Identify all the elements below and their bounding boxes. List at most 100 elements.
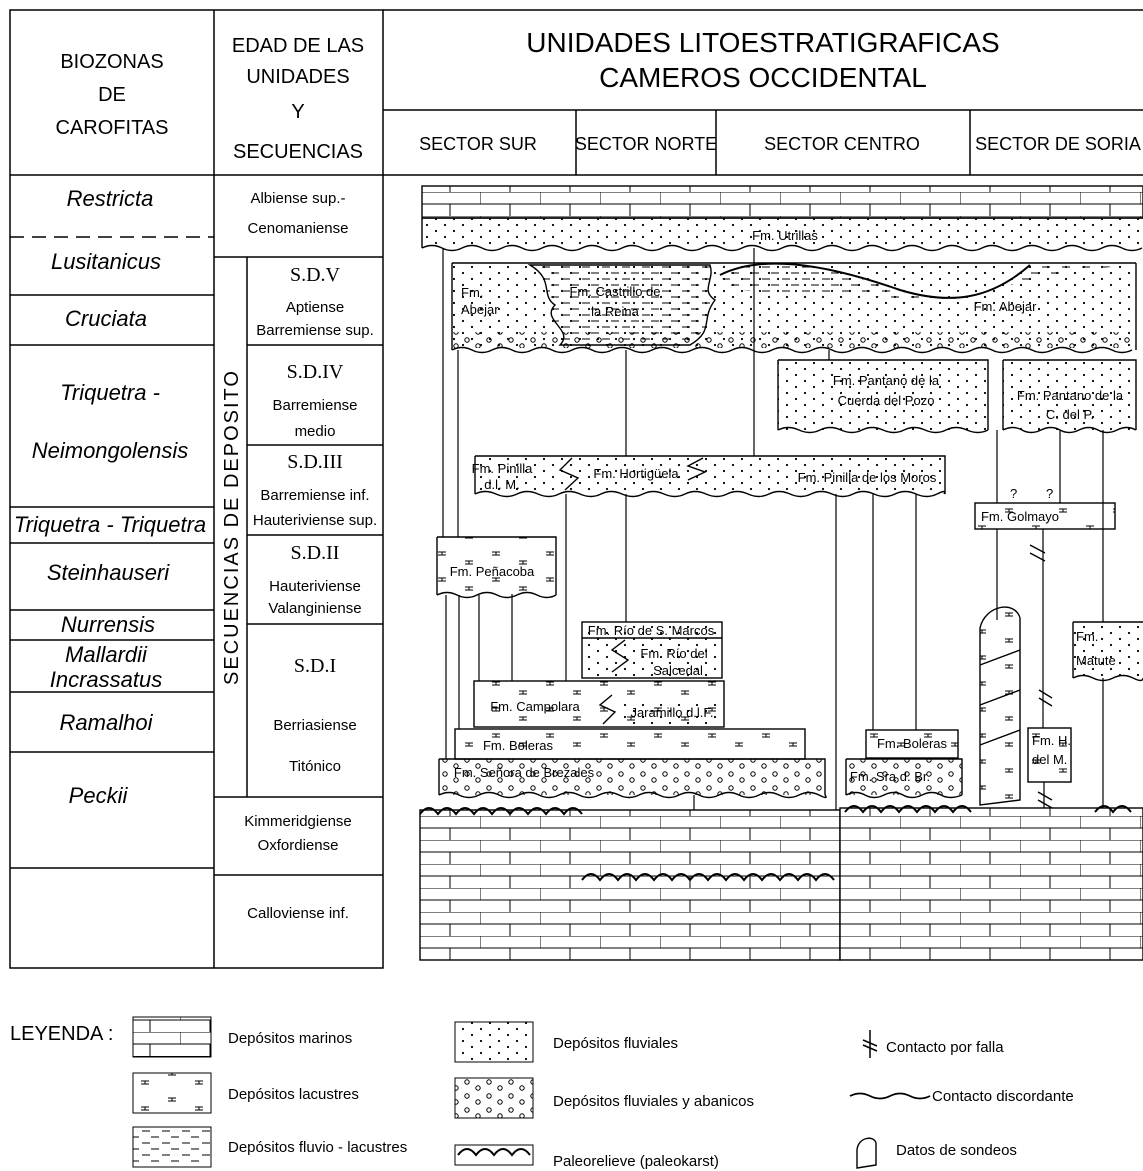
borehole-icon — [857, 1138, 876, 1168]
label-question-1: ? — [1010, 486, 1017, 501]
sequence-3: S.D.III — [287, 451, 343, 473]
legend-swatch-lacustrine — [133, 1073, 211, 1113]
label-utrillas: Fm. Utrillas — [752, 228, 818, 243]
biozonas-header-1: BIOZONAS — [60, 51, 163, 73]
edad-header-1: EDAD DE LAS — [232, 35, 364, 57]
biozone-steinhauseri: Steinhauseri — [47, 560, 170, 585]
label-question-2: ? — [1046, 486, 1053, 501]
label-boleras: Fm. Boleras — [483, 738, 554, 753]
label-rio-salcedal-2: Salcedal — [653, 663, 703, 678]
borehole-unit — [980, 607, 1020, 805]
sequence-2: S.D.II — [291, 542, 340, 564]
header: BIOZONAS DE CAROFITAS EDAD DE LAS UNIDAD… — [56, 27, 1141, 163]
main-title-2: CAMEROS OCCIDENTAL — [599, 62, 927, 93]
label-rio-s-marcos: Fm. Río de S. Marcos — [588, 623, 715, 638]
biozone-triquetra-triquetra: Triquetra - Triquetra — [14, 512, 206, 537]
biozone-incrassatus: Incrassatus — [50, 667, 163, 692]
legend-label-borehole: Datos de sondeos — [896, 1142, 1017, 1159]
label-brezales: Fm. Señora de Brezales — [454, 765, 595, 780]
sector-norte: SECTOR NORTE — [575, 134, 717, 154]
age-oxfordiense: Oxfordiense — [258, 837, 339, 854]
legend-label-discordance: Contacto discordante — [932, 1088, 1074, 1105]
deposit-sequences-label: SECUENCIAS DE DEPOSITO — [221, 369, 243, 685]
biozone-lusitanicus: Lusitanicus — [51, 249, 161, 274]
label-golmayo: Fm. Golmayo — [981, 509, 1059, 524]
biozones: Restricta Lusitanicus Cruciata Triquetra… — [14, 186, 206, 808]
sequence-4-age-1: Barremiense — [272, 397, 357, 414]
age-albiense: Albiense sup.- — [250, 190, 345, 207]
legend-label-fluvio-lacustrine: Depósitos fluvio - lacustres — [228, 1139, 407, 1156]
sequence-1-age-1: Berriasiense — [273, 717, 356, 734]
label-fm-h-2: del M. — [1032, 752, 1067, 767]
sector-centro: SECTOR CENTRO — [764, 134, 920, 154]
label-pantano-1: Fm. Pantano de la — [833, 373, 940, 388]
label-jaramillo: Jaramillo d.l.F. — [630, 705, 713, 720]
biozone-nurrensis: Nurrensis — [61, 612, 155, 637]
label-pantano-soria-1: Fm. Pantano de la — [1017, 388, 1124, 403]
legend-label-marine: Depósitos marinos — [228, 1030, 352, 1047]
legend-title: LEYENDA : — [10, 1023, 113, 1045]
biozone-ramalhoi: Ramalhoi — [60, 710, 154, 735]
biozone-cruciata: Cruciata — [65, 306, 147, 331]
age-kimmeridgiense: Kimmeridgiense — [244, 813, 352, 830]
label-castrillo-2: la Reina — [591, 304, 639, 319]
label-hortiguela: Fm. Hortigüela — [593, 466, 679, 481]
legend-swatch-fans — [455, 1078, 533, 1118]
label-matute-2: Matute — [1076, 653, 1116, 668]
sequence-4: S.D.IV — [287, 361, 344, 383]
label-castrillo-1: Fm. Castrillo de — [569, 284, 660, 299]
label-pinilla-short-2: d.l. M. — [484, 477, 519, 492]
biozone-mallardii: Mallardii — [65, 642, 148, 667]
label-boleras-centro: Fm. Boleras — [877, 736, 948, 751]
label-abejar-left-1: Fm. — [461, 285, 483, 300]
label-pinilla: Fm. Pinilla de los Moros — [798, 470, 937, 485]
legend-label-lacustrine: Depósitos lacustres — [228, 1086, 359, 1103]
label-fm-h-1: Fm. H. — [1032, 733, 1071, 748]
legend: LEYENDA : Depósitos marinos Depósitos la… — [10, 1017, 1074, 1170]
label-pantano-soria-2: C. del P. — [1046, 407, 1094, 422]
marine-bottom-right — [840, 808, 1143, 960]
legend-swatch-fluvio-lacustrine — [133, 1127, 211, 1167]
label-sra-br: Fm. Sra d. Br. — [850, 769, 930, 784]
ages: Albiense sup.- Cenomaniense Kimmeridgien… — [221, 190, 377, 922]
sequence-1-age-2: Titónico — [289, 758, 341, 775]
sequence-5: S.D.V — [290, 264, 341, 286]
discordance-icon — [850, 1094, 930, 1099]
label-pinilla-short-1: Fm. Pinilla — [472, 461, 533, 476]
sector-sur: SECTOR SUR — [419, 134, 537, 154]
sequence-1: S.D.I — [294, 655, 336, 677]
label-rio-salcedal-1: Fm. Río del — [640, 646, 707, 661]
sequence-5-age-1: Aptiense — [286, 299, 344, 316]
biozone-neimongolensis: Neimongolensis — [32, 438, 189, 463]
age-cenomaniense: Cenomaniense — [248, 220, 349, 237]
sequence-3-age-1: Barremiense inf. — [260, 487, 369, 504]
marine-bottom-left — [420, 810, 840, 960]
legend-label-fans: Depósitos fluviales y abanicos — [553, 1093, 754, 1110]
biozone-peckii: Peckii — [69, 783, 129, 808]
legend-swatch-fluvial — [455, 1022, 533, 1062]
main-title-1: UNIDADES LITOESTRATIGRAFICAS — [526, 27, 999, 58]
sequence-4-age-2: medio — [295, 423, 336, 440]
sequence-2-age-2: Valanginiense — [268, 600, 361, 617]
label-matute-1: Fm. — [1076, 629, 1098, 644]
edad-header-3: Y — [291, 101, 304, 123]
label-abejar-left-2: Abejar — [461, 302, 499, 317]
biozonas-header-2: DE — [98, 84, 126, 106]
label-abejar-right: Fm. Abejar — [974, 299, 1038, 314]
legend-label-fluvial: Depósitos fluviales — [553, 1035, 678, 1052]
biozonas-header-3: CAROFITAS — [56, 117, 169, 139]
sector-soria: SECTOR DE SORIA — [975, 134, 1141, 154]
sequence-3-age-2: Hauteriviense sup. — [253, 512, 377, 529]
age-calloviense: Calloviense inf. — [247, 905, 349, 922]
sequence-5-age-2: Barremiense sup. — [256, 322, 374, 339]
biozone-restricta: Restricta — [67, 186, 154, 211]
label-penacoba: Fm. Peñacoba — [450, 564, 535, 579]
legend-label-fault: Contacto por falla — [886, 1039, 1004, 1056]
sequence-2-age-1: Hauteriviense — [269, 578, 361, 595]
biozone-triquetra: Triquetra - — [60, 380, 160, 405]
label-pantano-2: Cuerda del Pozo — [838, 393, 935, 408]
legend-swatch-marine — [133, 1017, 211, 1057]
marine-top-unit — [422, 186, 1143, 218]
edad-header-2: UNIDADES — [246, 66, 349, 88]
